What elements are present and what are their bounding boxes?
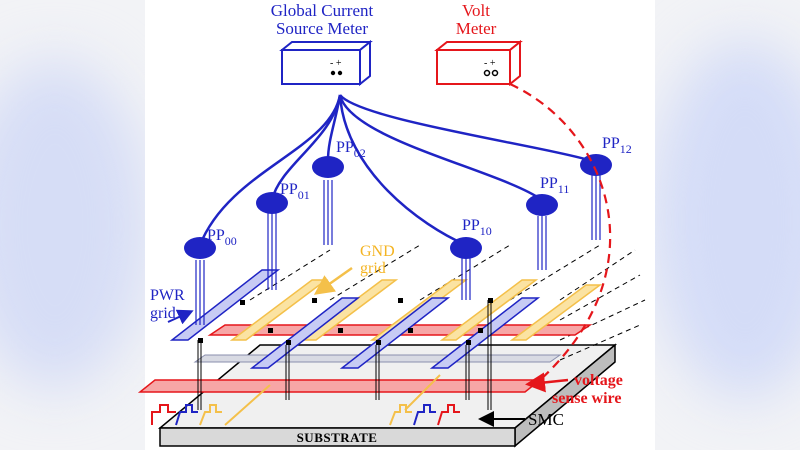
- voltage-sense-label-line1: voltage: [574, 372, 623, 389]
- gnd-grid-arrow: [313, 266, 353, 295]
- current-meter-jack-minus: [330, 70, 336, 76]
- via-stacks: [197, 300, 492, 410]
- probe-label-pp02: PP02: [336, 139, 366, 160]
- substrate-label: SUBSTRATE: [297, 430, 378, 445]
- probe-label-pp10: PP10: [462, 217, 492, 238]
- probe-label-pp01: PP01: [280, 181, 310, 202]
- left-device-symbols: [151, 384, 271, 426]
- volt-meter-jack-minus: [483, 69, 491, 77]
- probe-label-pp11: PP11: [540, 175, 569, 196]
- volt-meter-title-line1: Volt: [462, 1, 490, 20]
- background-blur-right: [650, 40, 800, 400]
- smc-label: SMC: [528, 410, 564, 429]
- probe-needles: [195, 175, 601, 325]
- gnd-grid-label-line2: grid: [360, 260, 386, 277]
- current-source-cables: [198, 94, 597, 247]
- voltage-sense-label-line2: sense wire: [552, 390, 621, 407]
- pwr-grid-bars: [169, 269, 541, 369]
- probe-label-pp00: PP00: [207, 227, 237, 248]
- global-meter-title-line1: Global Current: [271, 1, 374, 20]
- probe-label-pp12: PP12: [602, 135, 632, 156]
- volt-meter-title-line2: Meter: [456, 19, 497, 38]
- voltage-sense-arrow: [525, 372, 569, 393]
- current-meter-jack-plus: [337, 70, 343, 76]
- probe-pads: [184, 154, 612, 259]
- pwr-grid-label-line1: PWR: [150, 287, 185, 304]
- grid-dashed-edges: [249, 244, 646, 361]
- gray-rail: [193, 354, 562, 363]
- background-blur-left: [0, 60, 150, 390]
- global-meter-title-line2: Source Meter: [276, 19, 368, 38]
- current-meter-terminals: - +: [330, 58, 342, 69]
- right-device-symbols: [389, 374, 460, 426]
- pwr-grid-arrow: [167, 309, 194, 325]
- volt-meter-jack-plus: [491, 69, 499, 77]
- gnd-grid-label-line1: GND: [360, 243, 395, 260]
- pwr-grid-label-line2: grid: [150, 305, 176, 322]
- global-current-meter: - +: [279, 39, 373, 87]
- volt-meter: - +: [434, 39, 523, 87]
- volt-meter-terminals: - +: [484, 58, 496, 69]
